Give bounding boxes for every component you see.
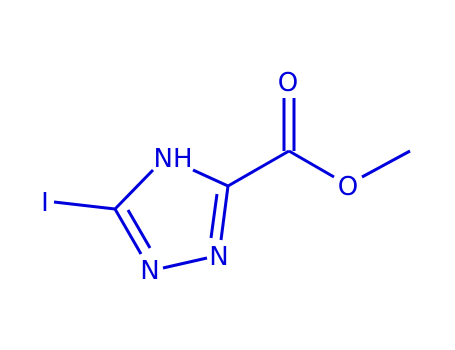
bond-c5-carbonyl	[227, 149, 290, 188]
ring-n1-label: N	[140, 256, 159, 286]
bond-nh-c5	[192, 168, 229, 188]
iodine-label: I	[41, 188, 49, 218]
bond-c5-n-double-outer	[219, 185, 230, 241]
bond-n-c3-double-inner	[126, 209, 152, 249]
carbonyl-oxygen-label: O	[278, 68, 298, 98]
bond-c3-nh	[113, 168, 155, 211]
bond-c3-i	[53, 200, 116, 211]
bond-carbonyl-ester-o	[288, 149, 335, 179]
bond-n-c3-double-outer	[113, 208, 143, 255]
bond-c5-n-double-inner	[209, 193, 219, 239]
ring-n2-label: N	[209, 242, 228, 272]
bond-ester-o-methyl	[361, 149, 411, 179]
ring-nh-label: NH	[154, 144, 193, 174]
atom-labels: O O NH N N I	[41, 68, 358, 286]
bonds	[53, 98, 411, 270]
ester-oxygen-label: O	[338, 172, 358, 202]
bond-n-n	[162, 256, 208, 270]
